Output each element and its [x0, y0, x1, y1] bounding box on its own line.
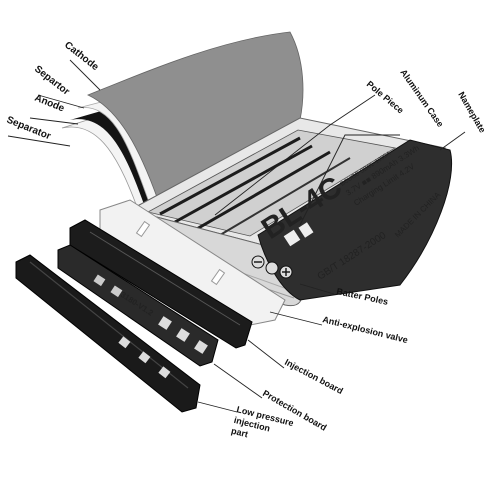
label-nameplate: Nameplate [456, 90, 487, 134]
cathode-sheet [86, 31, 304, 201]
nameplate: BL-4C 3.7V ■■ 890mAh 3.3Wh Charging Limi… [251, 139, 453, 301]
leader-lines [7, 59, 466, 413]
label-cathode: Cathode [62, 40, 101, 74]
case-opening [146, 129, 397, 237]
recycle-icon [283, 229, 301, 247]
low-pressure-injection-part [15, 254, 201, 413]
label-aluminum-case: Aluminum Case [398, 67, 445, 128]
crossed-bin-icon [298, 222, 314, 238]
label-injection-board: Injection board [283, 357, 345, 396]
label-anti-explosion-valve: Anti-explosion valve [322, 314, 409, 345]
protection-board: 3180-V1.2 [57, 244, 219, 367]
label-separator: Separator [5, 115, 53, 143]
label-pole-piece: Pole Piece [365, 79, 406, 116]
label-anode: Anode [33, 93, 66, 115]
svg-text:part: part [230, 426, 249, 440]
label-low-pressure-injection-part: Low pressure injection part [230, 404, 295, 440]
label-protection-board: Protection board [261, 388, 328, 433]
